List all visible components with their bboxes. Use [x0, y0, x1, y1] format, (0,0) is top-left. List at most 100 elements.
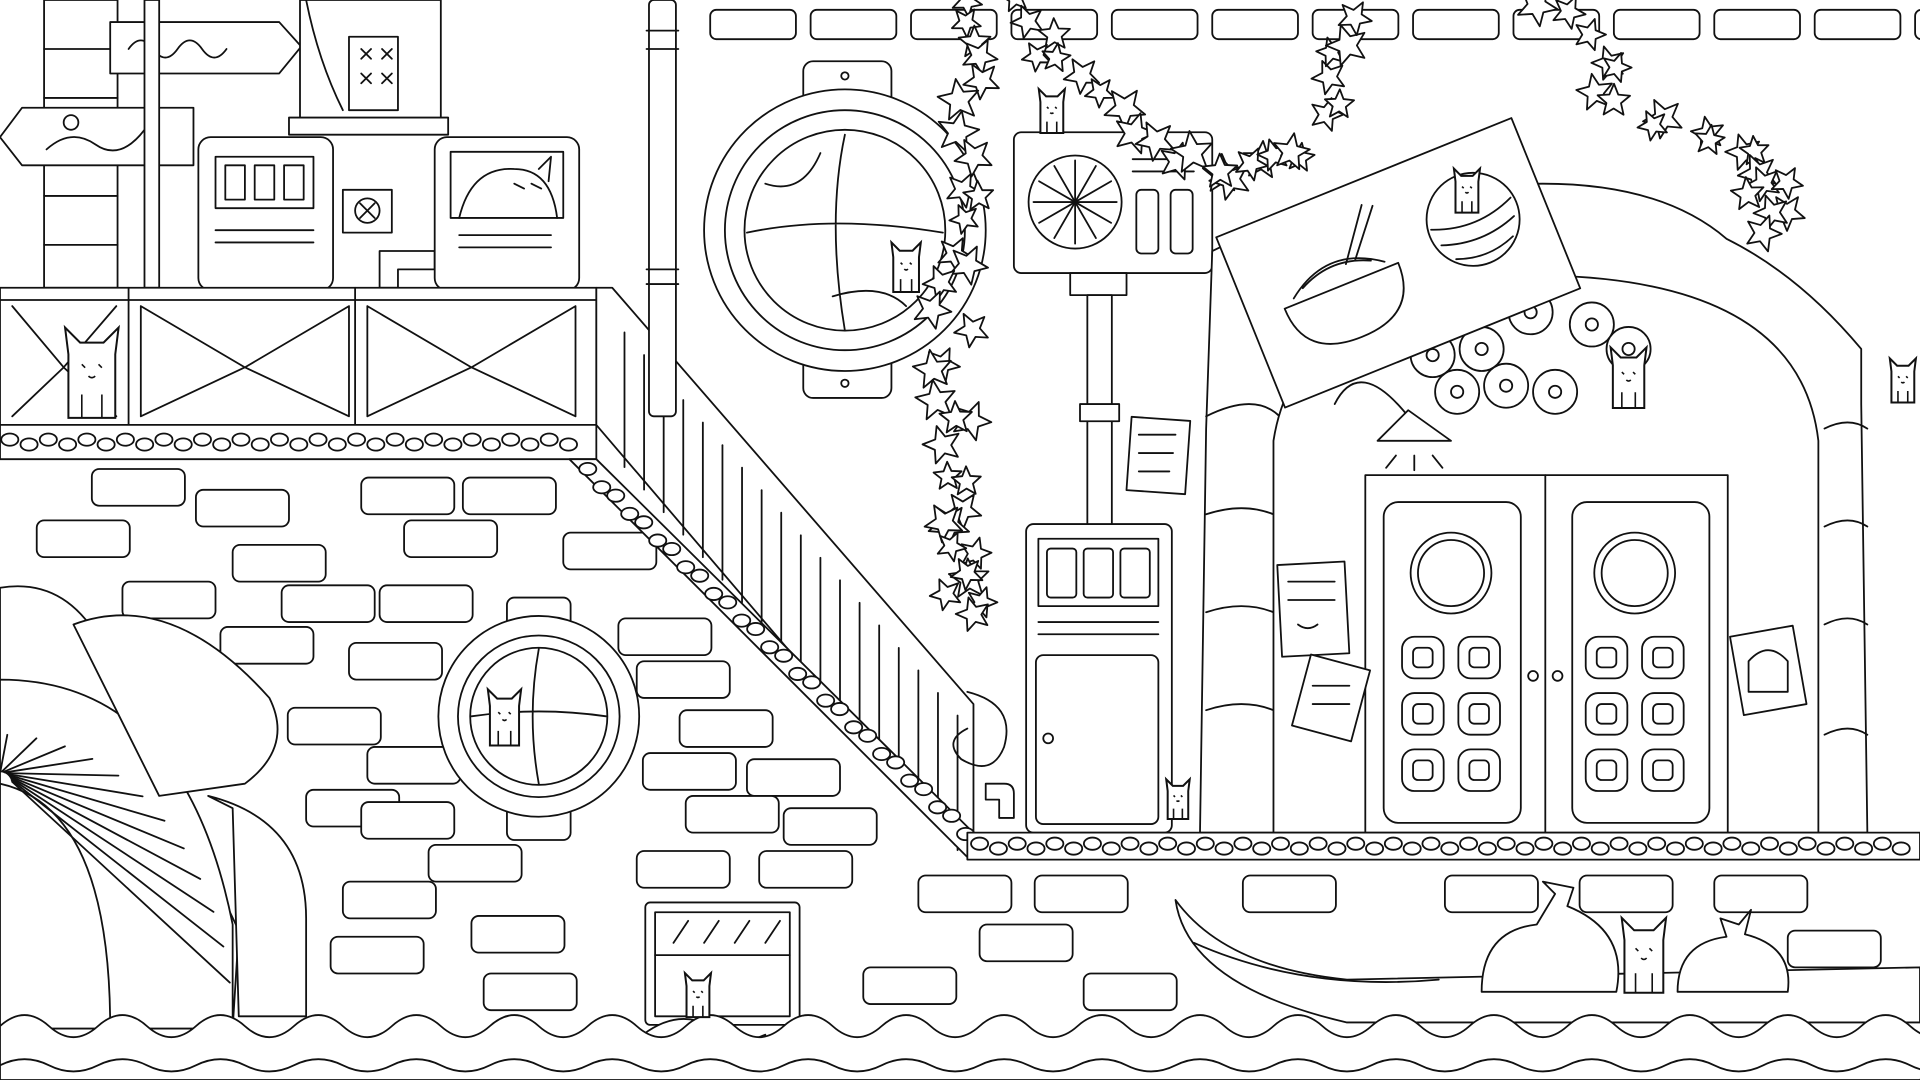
- ivy-leaf: [1553, 0, 1585, 29]
- ivy-leaf: [1236, 148, 1268, 180]
- pebble: [1347, 838, 1364, 850]
- pebble: [649, 534, 666, 546]
- arch-stone: [12, 782, 230, 983]
- pebble: [1159, 838, 1176, 850]
- arch-stone: [10, 776, 184, 848]
- pebble: [1592, 842, 1609, 854]
- pebble: [1328, 842, 1345, 854]
- pebble: [1761, 838, 1778, 850]
- pile-stone: [1484, 364, 1528, 408]
- pebble: [271, 433, 288, 445]
- wall-notes: [1126, 417, 1806, 742]
- pebble: [1272, 838, 1289, 850]
- wall-lamp[interactable]: [1335, 382, 1451, 470]
- door-panel: [1402, 749, 1444, 791]
- machine-left[interactable]: [198, 137, 434, 290]
- brick: [429, 845, 522, 882]
- arch-stone: [6, 773, 118, 775]
- brick: [784, 808, 877, 845]
- pebble: [1178, 842, 1195, 854]
- signpost[interactable]: [0, 0, 301, 288]
- ac-unit[interactable]: [1014, 132, 1212, 528]
- ivy-leaf: [1339, 2, 1372, 35]
- pebble: [775, 650, 792, 662]
- pebble: [20, 438, 37, 450]
- pebble: [213, 438, 230, 450]
- brick: [484, 973, 577, 1010]
- ivy-leaf: [1518, 0, 1557, 26]
- arch-stone: [11, 777, 201, 879]
- ivy-leaf: [1326, 25, 1365, 66]
- ivy-leaf: [1136, 122, 1175, 160]
- double-door[interactable]: [1365, 475, 1727, 833]
- pebble: [845, 721, 862, 733]
- brick: [282, 585, 375, 622]
- pebble: [789, 668, 806, 680]
- pebble: [990, 842, 1007, 854]
- ivy-leaf: [930, 579, 960, 610]
- brick: [1445, 876, 1538, 913]
- brick: [349, 643, 442, 680]
- machine-right[interactable]: [435, 137, 579, 290]
- pebble: [593, 481, 610, 493]
- brick: [288, 708, 381, 745]
- pebble: [761, 641, 778, 653]
- cat-in-boat[interactable]: [683, 971, 713, 1019]
- pile-stone: [1435, 370, 1479, 414]
- brick: [471, 916, 564, 953]
- pebble: [1197, 838, 1214, 850]
- pebble: [1629, 842, 1646, 854]
- brick: [563, 533, 656, 570]
- pebble: [194, 433, 211, 445]
- pebble: [943, 810, 960, 822]
- brick: [331, 937, 424, 974]
- cat-sleeping-in-window[interactable]: [890, 241, 922, 293]
- fan-blade: [1054, 202, 1075, 238]
- cat-in-basement-window[interactable]: [1888, 357, 1917, 404]
- door-panel-inner: [1597, 648, 1617, 668]
- brick: [747, 759, 840, 796]
- pebble: [309, 433, 326, 445]
- brick-wall: [34, 469, 1881, 1010]
- brick: [1212, 10, 1298, 39]
- pebble: [1253, 842, 1270, 854]
- cat-on-ac-unit[interactable]: [1452, 167, 1482, 214]
- small-porthole-window[interactable]: [438, 598, 639, 840]
- cat-in-small-porthole[interactable]: [1037, 88, 1066, 134]
- arch-stone: [12, 780, 224, 946]
- pebble: [483, 438, 500, 450]
- cat-in-large-porthole[interactable]: [488, 689, 521, 745]
- meter-box[interactable]: [986, 524, 1172, 833]
- brick: [980, 924, 1073, 961]
- cat-in-pile[interactable]: [1164, 778, 1191, 821]
- arch-stone: [0, 735, 7, 772]
- door-panel-inner: [1413, 704, 1433, 724]
- brick: [343, 882, 436, 919]
- brick: [863, 967, 956, 1004]
- pebble: [1065, 842, 1082, 854]
- door-panel-inner: [1653, 760, 1673, 780]
- pebble: [1648, 838, 1665, 850]
- brick: [637, 661, 730, 698]
- pebble: [1780, 842, 1797, 854]
- pebble: [59, 438, 76, 450]
- brick: [122, 582, 215, 619]
- pebble: [1554, 842, 1571, 854]
- pebble: [929, 801, 946, 813]
- door-panel: [1458, 637, 1500, 679]
- ivy-leaf: [1171, 131, 1212, 172]
- pile-stone: [1533, 370, 1577, 414]
- pebble-ledge: [1, 433, 577, 450]
- pile-stone-dot: [1500, 380, 1512, 392]
- ivy-leaf: [1311, 61, 1344, 94]
- pebble: [521, 438, 538, 450]
- basement-window[interactable]: [645, 902, 799, 1024]
- ivy-leaf: [939, 111, 980, 152]
- noodle-poster[interactable]: [1216, 118, 1580, 408]
- pebble: [579, 463, 596, 475]
- door-panel: [1642, 693, 1684, 735]
- ivy-leaf: [1042, 43, 1070, 71]
- gondola-boat[interactable]: [1176, 882, 1920, 1023]
- door-panel-inner: [1597, 760, 1617, 780]
